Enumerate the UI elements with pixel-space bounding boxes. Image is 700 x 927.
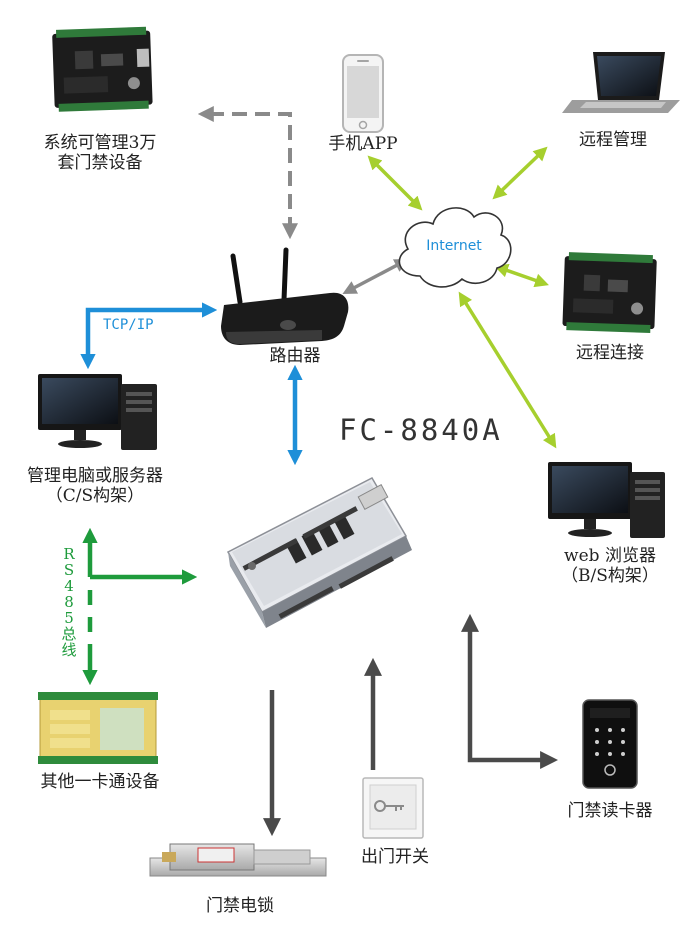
link-internet-remote-manage (492, 146, 548, 200)
label-router: 路由器 (269, 346, 321, 366)
electric-lock-icon (149, 843, 327, 877)
link-router-internet (342, 259, 409, 294)
desktop-computer-icon (548, 462, 665, 538)
main-controller-icon (226, 477, 412, 628)
label-controllers-line1: 系统可管理3万 (43, 133, 157, 153)
card-reader-icon (582, 699, 638, 789)
label-remote-connect: 远程连接 (576, 343, 644, 363)
expansion-board-icon (38, 692, 158, 764)
label-door-lock: 门禁电锁 (206, 896, 274, 916)
link-reader-controller (461, 613, 559, 769)
label-card-reader: 门禁读卡器 (567, 801, 653, 821)
label-web-browser: web 浏览器 （B/S构架） (530, 546, 690, 586)
label-pc-server-line1: 管理电脑或服务器 (27, 466, 163, 486)
controller-board-icon (562, 252, 657, 334)
label-exit-switch: 出门开关 (361, 847, 429, 867)
exit-switch-icon (362, 777, 424, 839)
link-controllers-router (197, 106, 298, 240)
internet-cloud-icon (398, 207, 512, 288)
label-other-devices: 其他一卡通设备 (40, 772, 160, 792)
label-web-browser-line1: web 浏览器 (564, 546, 656, 566)
label-controllers: 系统可管理3万 套门禁设备 (0, 133, 200, 173)
controller-board-icon (52, 26, 153, 112)
link-rs485 (82, 527, 198, 686)
label-remote-manage: 远程管理 (579, 130, 647, 150)
smartphone-icon (342, 54, 384, 133)
label-web-browser-line2: （B/S构架） (561, 566, 659, 586)
label-pc-server: 管理电脑或服务器 （C/S构架） (0, 466, 190, 506)
link-internet-web (458, 291, 557, 449)
laptop-icon (562, 52, 680, 113)
label-tcpip: TCP/IP (103, 317, 154, 333)
model-title: FC-8840A (339, 413, 503, 447)
link-tcpip (80, 302, 218, 370)
link-app-internet (367, 155, 423, 211)
label-mobile-app: 手机APP (328, 134, 398, 154)
desktop-computer-icon (38, 374, 157, 450)
router-icon (221, 247, 349, 345)
link-internet-remote-connect (494, 263, 549, 288)
label-internet: Internet (426, 238, 482, 254)
label-controllers-line2: 套门禁设备 (57, 153, 143, 173)
label-pc-server-line2: （C/S构架） (45, 486, 145, 506)
label-rs485-bus: RS485总线 (61, 545, 77, 659)
